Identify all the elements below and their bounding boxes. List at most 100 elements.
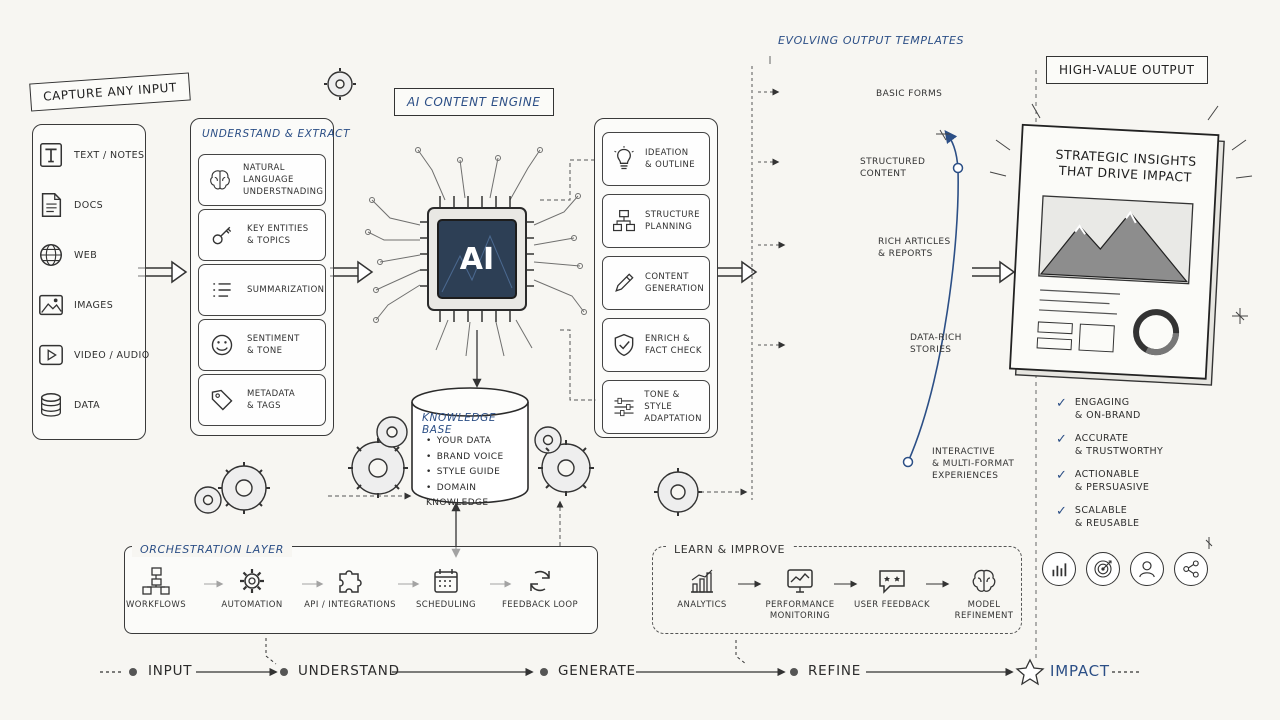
output-title-banner: HIGH-VALUE OUTPUT: [1046, 56, 1208, 84]
benefit-item: ✓SCALABLE & REUSABLE: [1056, 504, 1139, 530]
capture-item-label: WEB: [74, 249, 98, 261]
capture-item: VIDEO / AUDIO: [36, 340, 150, 370]
understand-icon: [207, 165, 233, 195]
template-label: BASIC FORMS: [876, 89, 943, 99]
kb-bullet-icon: •: [426, 451, 432, 462]
target-icon: [1094, 560, 1112, 578]
generate-item: IDEATION & OUTLINE: [602, 132, 710, 186]
chip-label: AI: [459, 242, 495, 277]
understand-item: SENTIMENT & TONE: [198, 319, 326, 371]
generate-item-label: CONTENT GENERATION: [645, 272, 705, 294]
understand-item-label: SENTIMENT & TONE: [247, 334, 300, 356]
ai-chip: AI: [420, 196, 534, 322]
orchestration-item: SCHEDULING: [398, 566, 494, 611]
analytics-icon: [691, 569, 713, 593]
learn-item: USER FEEDBACK: [844, 566, 940, 611]
capture-item: DOCS: [36, 190, 103, 220]
template-label: INTERACTIVE & MULTI-FORMAT EXPERIENCES: [932, 447, 1015, 481]
learn-panel: [652, 546, 1022, 634]
orchestration-item: WORKFLOWS: [108, 566, 204, 611]
learn-icon: [844, 566, 940, 596]
user-icon: [1139, 561, 1155, 578]
checkmark-icon: ✓: [1056, 468, 1067, 483]
kb-item: • BRAND VOICE: [426, 450, 530, 466]
capture-item-label: IMAGES: [74, 299, 114, 311]
learn-item-label: ANALYTICS: [677, 600, 727, 610]
understand-item-label: METADATA & TAGS: [247, 389, 296, 411]
learn-item: PERFORMANCE MONITORING: [752, 566, 848, 622]
understand-item: SUMMARIZATION: [198, 264, 326, 316]
template-label: DATA-RICH STORIES: [910, 333, 962, 355]
database-icon: [40, 393, 62, 417]
image-icon: [39, 294, 63, 316]
kb-item-label: YOUR DATA: [436, 436, 492, 446]
generate-item-label: TONE & STYLE ADAPTATION: [644, 390, 702, 424]
arrow-understand-to-engine: [330, 260, 374, 284]
understand-icon: [207, 220, 237, 250]
orchestration-panel: [124, 546, 598, 634]
calendar-icon: [434, 569, 458, 593]
timeline-step-refine: REFINE: [808, 663, 862, 679]
key-icon: [212, 226, 232, 245]
checkmark-icon: ✓: [1056, 504, 1067, 519]
benefit-label: ACCURATE & TRUSTWORTHY: [1074, 433, 1164, 457]
capture-icon: [36, 140, 66, 170]
benefit-item: ✓ACCURATE & TRUSTWORTHY: [1056, 432, 1163, 458]
orchestration-title: ORCHESTRATION LAYER: [132, 538, 292, 557]
list-icon: [213, 283, 231, 297]
generate-icon: [609, 206, 639, 236]
learn-item-label: PERFORMANCE MONITORING: [765, 600, 835, 621]
understand-item: METADATA & TAGS: [198, 374, 326, 426]
kb-bullet-icon: •: [426, 467, 432, 477]
monitor-icon: [787, 569, 813, 593]
generate-icon: [609, 144, 639, 174]
brain-icon: [972, 569, 996, 592]
refresh-icon: [530, 570, 550, 592]
capture-icon: [36, 340, 66, 370]
engine-generate-connectors: [540, 159, 596, 401]
generate-item-label: STRUCTURE PLANNING: [645, 210, 700, 232]
timeline-step-input: INPUT: [148, 663, 193, 679]
feedback-icon: [879, 570, 905, 594]
gear-icon: [240, 569, 264, 593]
kb-bullet-icon: •: [426, 482, 432, 493]
kb-item-label: BRAND VOICE: [436, 451, 504, 462]
kb-item: •DOMAIN KNOWLEDGE: [426, 481, 530, 512]
circuit-rays: [365, 147, 587, 357]
kb-item-label: DOMAIN KNOWLEDGE: [426, 482, 489, 509]
capture-panel: [32, 124, 146, 440]
learn-icon: [936, 566, 1032, 596]
kb-item: • YOUR DATA: [426, 434, 530, 450]
timeline-step-generate: GENERATE: [558, 663, 636, 679]
flowchart-icon: [612, 209, 636, 232]
capture-item: IMAGES: [36, 290, 113, 320]
template-label: STRUCTURED CONTENT: [860, 157, 926, 179]
benefit-label: ENGAGING & ON-BRAND: [1074, 397, 1141, 421]
learn-item-label: USER FEEDBACK: [854, 600, 930, 610]
capture-item-label: TEXT / NOTES: [74, 149, 145, 161]
orchestration-icon: [492, 566, 588, 596]
understand-icon: [207, 385, 237, 415]
shield-check-icon: [614, 333, 634, 357]
understand-item: KEY ENTITIES & TOPICS: [198, 209, 326, 261]
kb-bullet-icon: •: [426, 436, 432, 446]
templates-title: EVOLVING OUTPUT TEMPLATES: [778, 34, 965, 47]
capture-icon: [36, 190, 66, 220]
video-icon: [39, 344, 63, 366]
share-icon: [1183, 560, 1199, 578]
star-icon: [1015, 658, 1045, 686]
benefit-item: ✓ ACTIONABLE & PERSUASIVE: [1056, 468, 1149, 494]
orchestration-icon: [108, 566, 204, 596]
understand-item-label: KEY ENTITIES & TOPICS: [247, 224, 309, 246]
checkmark-icon: ✓: [1056, 396, 1067, 411]
evolution-curve: [907, 129, 959, 463]
kb-list: •YOUR DATA•BRAND VOICE•STYLE GUIDE•DOMAI…: [426, 434, 530, 512]
benefit-label: ACTIONABLE & PERSUASIVE: [1074, 469, 1150, 493]
orchestration-item-label: AUTOMATION: [221, 600, 283, 610]
capture-icon: [36, 240, 66, 270]
generate-item-label: IDEATION & OUTLINE: [645, 148, 696, 170]
orchestration-item: FEEDBACK LOOP: [492, 566, 588, 611]
orchestration-item: AUTOMATION: [204, 566, 300, 611]
output-icon-circle: [1174, 552, 1208, 586]
